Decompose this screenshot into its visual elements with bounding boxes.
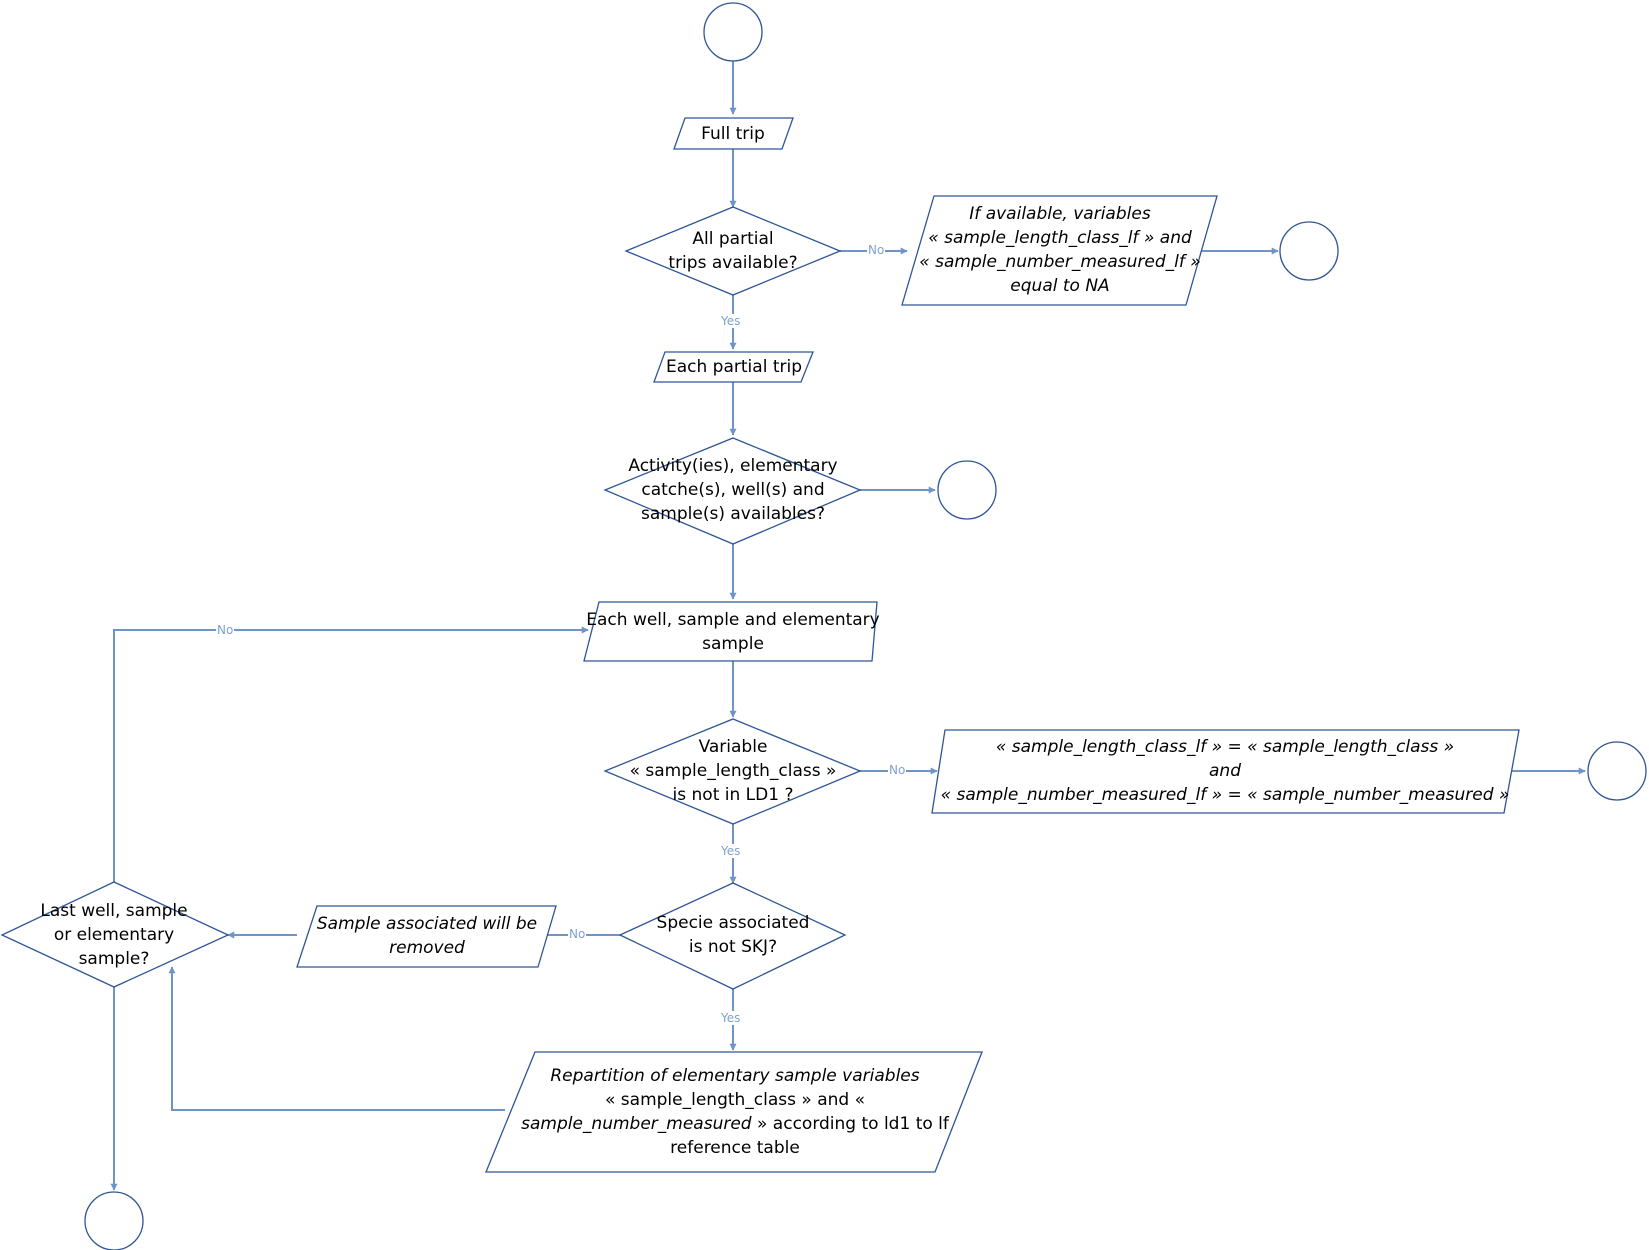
connector-repartition-to-lastwell (168, 966, 505, 1111)
assign-lf-shape (931, 729, 1520, 814)
repartition-line-2: « sample_length_class » and « (605, 1090, 865, 1110)
repartition-line-3-italic: sample_number_measured (521, 1114, 752, 1134)
activities-label: Activity(ies), elementary catche(s), wel… (620, 453, 846, 527)
full-trip-shape (673, 117, 794, 150)
variable-decision (603, 718, 862, 825)
specie-line-2: is not SKJ? (688, 937, 778, 957)
if-available-line-4: equal to NA (1010, 276, 1110, 296)
last-well-line-3: sample? (78, 949, 150, 969)
last-well-line-1: Last well, sample (40, 901, 188, 921)
removed-label: Sample associated will be removed (305, 908, 549, 964)
last-well-label: Last well, sample or elementary sample? (6, 898, 222, 972)
last-well-line-2: or elementary (53, 925, 175, 945)
edge-label-specie-no: No (568, 927, 587, 941)
assign-lf-line-2: and (1209, 761, 1241, 781)
end-circle-assign (1587, 741, 1647, 801)
repartition-line-1: Repartition of elementary sample variabl… (550, 1066, 920, 1086)
activities-line-3: sample(s) availables? (641, 504, 825, 524)
last-well-decision (0, 881, 230, 988)
removed-line-2: removed (389, 938, 465, 958)
all-partial-decision (624, 206, 842, 296)
end-circle-activities (937, 460, 997, 520)
each-partial-trip-text: Each partial trip (666, 357, 802, 377)
activities-line-2: catche(s), well(s) and (641, 480, 825, 500)
connector-lastwell-no-loop (113, 626, 589, 882)
repartition-line-3-rest: » according to ld1 to lf (751, 1114, 949, 1134)
full-trip-label: Full trip (678, 118, 788, 149)
all-partial-line-2: trips available? (668, 253, 798, 273)
removed-line-1: Sample associated will be (316, 914, 538, 934)
repartition-label: Repartition of elementary sample variabl… (500, 1063, 970, 1161)
edge-label-specie-yes: Yes (720, 1011, 742, 1025)
specie-label: Specie associated is not SKJ? (640, 908, 826, 962)
if-available-label: If available, variables « sample_length_… (910, 198, 1210, 302)
if-available-line-3: « sample_number_measured_lf » (919, 252, 1201, 272)
full-trip-text: Full trip (701, 123, 765, 144)
removed-shape (296, 905, 557, 968)
variable-line-1: Variable (698, 737, 768, 757)
variable-line-3: is not in LD1 ? (672, 785, 794, 805)
activities-decision (603, 437, 862, 545)
edge-label-variable-yes: Yes (720, 844, 742, 858)
each-partial-trip-shape (653, 351, 814, 383)
if-available-shape (901, 195, 1218, 306)
edge-label-loop-no: No (216, 623, 235, 637)
end-circle-final (84, 1191, 144, 1250)
repartition-line-4: reference table (670, 1138, 800, 1158)
assign-lf-line-3: « sample_number_measured_lf » = « sample… (940, 785, 1510, 805)
variable-label: Variable « sample_length_class » is not … (620, 734, 846, 808)
end-circle-na (1279, 221, 1339, 281)
each-well-shape (583, 601, 878, 662)
all-partial-label: All partial trips available? (640, 222, 826, 280)
all-partial-line-1: All partial (692, 229, 774, 249)
edge-label-allpartial-yes: Yes (720, 314, 742, 328)
each-well-label: Each well, sample and elementary sample (586, 604, 879, 660)
assign-lf-line-1: « sample_length_class_lf » = « sample_le… (995, 737, 1455, 757)
each-well-line-2: sample (702, 634, 764, 654)
edge-label-variable-no: No (888, 763, 907, 777)
start-circle (703, 2, 763, 62)
specie-decision (618, 882, 847, 990)
each-partial-trip-label: Each partial trip (660, 352, 808, 382)
assign-lf-label: « sample_length_class_lf » = « sample_le… (940, 733, 1510, 809)
if-available-line-2: « sample_length_class_lf » and (928, 228, 1192, 248)
activities-line-1: Activity(ies), elementary (628, 456, 838, 476)
each-well-line-1: Each well, sample and elementary (586, 610, 880, 630)
repartition-line-3: sample_number_measured » according to ld… (521, 1112, 949, 1136)
specie-line-1: Specie associated (656, 913, 810, 933)
variable-line-2: « sample_length_class » (629, 761, 837, 781)
edge-label-allpartial-no: No (867, 243, 886, 257)
if-available-line-1: If available, variables (969, 204, 1151, 224)
repartition-shape (485, 1051, 983, 1173)
